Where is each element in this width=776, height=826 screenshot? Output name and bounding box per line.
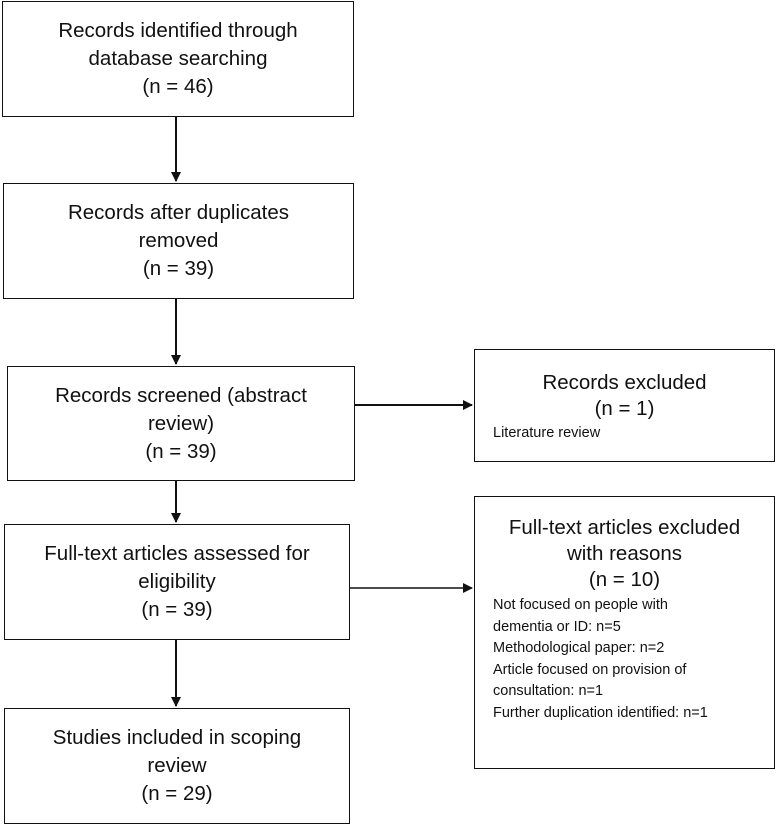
studies-included-line2: review <box>147 754 207 777</box>
fulltext-excluded-reason: Not focused on people with <box>493 597 668 613</box>
records-deduplicated-line1: Records after duplicates <box>67 201 290 224</box>
records-excluded-title: Records excluded <box>542 371 707 394</box>
records-screened-line2: review) <box>147 411 215 435</box>
records-excluded-reason: Literature review <box>493 425 601 441</box>
fulltext-excluded-reason: consultation: n=1 <box>493 683 604 699</box>
studies-included-count: (n = 29) <box>141 782 213 805</box>
records-identified-box: Records identified through database sear… <box>2 1 354 117</box>
records-deduplicated-line2: removed <box>138 229 219 252</box>
fulltext-excluded-count: (n = 10) <box>588 568 661 591</box>
fulltext-excluded-reasons: Not focused on people with dementia or I… <box>475 595 774 724</box>
records-excluded-box: Records excluded (n = 1) Literature revi… <box>474 349 775 462</box>
fulltext-excluded-reason: Further duplication identified: n=1 <box>493 704 708 721</box>
fulltext-assessed-line1: Full-text articles assessed for <box>44 542 310 565</box>
records-screened-count: (n = 39) <box>145 439 217 463</box>
records-excluded-count: (n = 1) <box>594 397 655 420</box>
fulltext-excluded-box: Full-text articles excluded with reasons… <box>474 496 775 769</box>
fulltext-excluded-title-line2: with reasons <box>566 542 683 565</box>
studies-included-line1: Studies included in scoping <box>52 726 302 749</box>
fulltext-assessed-line2: eligibility <box>138 570 216 593</box>
fulltext-excluded-reason: Methodological paper: n=2 <box>493 640 665 656</box>
fulltext-excluded-title-line1: Full-text articles excluded <box>508 516 741 539</box>
fulltext-assessed-count: (n = 39) <box>141 598 213 621</box>
fulltext-assessed-box: Full-text articles assessed for eligibil… <box>4 524 350 640</box>
records-screened-line1: Records screened (abstract <box>55 383 307 407</box>
fulltext-excluded-reason: dementia or ID: n=5 <box>493 618 621 635</box>
records-excluded-reasons: Literature review <box>475 423 774 443</box>
fulltext-excluded-reason: Article focused on provision of <box>493 661 687 678</box>
records-deduplicated-count: (n = 39) <box>142 257 215 280</box>
records-identified-line1: Records identified through <box>58 19 298 42</box>
studies-included-box: Studies included in scoping review (n = … <box>4 708 350 824</box>
records-identified-line2: database searching <box>88 47 268 70</box>
records-identified-count: (n = 46) <box>142 75 214 98</box>
records-deduplicated-box: Records after duplicates removed (n = 39… <box>3 183 354 299</box>
records-screened-box: Records screened (abstract review) (n = … <box>7 366 355 481</box>
